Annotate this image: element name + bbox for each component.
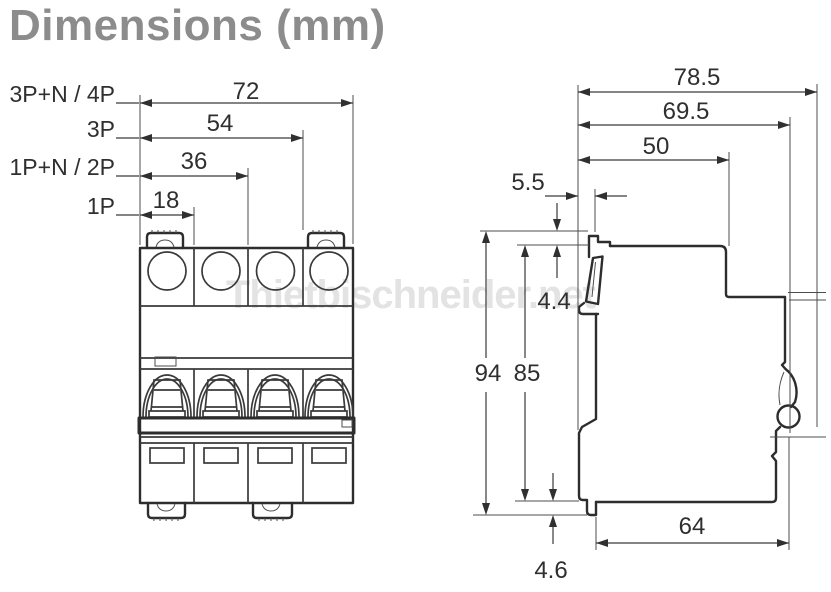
side-clip-inner-line: [778, 371, 785, 406]
side-dim-total-depth: 78.5: [674, 64, 721, 91]
front-terminal-circles: [147, 251, 349, 291]
front-label-2p: 1P+N / 2P: [10, 154, 115, 180]
front-tie-bar: [137, 416, 356, 435]
side-view-dimensions: 78.5 69.5 50 5.5 4.4 94 85 4.6 64: [473, 64, 818, 584]
side-toggle-lever: [584, 255, 604, 306]
side-top-tab: [587, 234, 612, 259]
front-dim-36: 36: [181, 148, 208, 175]
front-dim-54: 54: [207, 110, 234, 137]
side-view-drawing: [577, 234, 826, 517]
front-pole-dividers: [193, 248, 304, 503]
page-title: Dimensions (mm): [9, 1, 386, 50]
front-toggles: [142, 374, 354, 418]
side-back-profile: [608, 244, 798, 409]
front-lower-windows: [149, 447, 347, 464]
front-bottom-clips: [146, 501, 294, 521]
side-dim-bottom-clip: 4.6: [534, 557, 567, 584]
side-din-clip-ring: [776, 404, 801, 429]
front-body-outline: [138, 246, 355, 505]
front-top-clips: [145, 230, 346, 250]
side-dim-front-offset: 5.5: [511, 169, 544, 196]
side-dim-body-height: 85: [514, 360, 541, 387]
front-dim-72: 72: [233, 78, 260, 105]
front-label-4p: 3P+N / 4P: [10, 81, 115, 107]
side-dim-total-height: 94: [475, 360, 502, 387]
front-label-1p: 1P: [87, 193, 115, 219]
side-dim-top-clip: 4.4: [537, 288, 570, 315]
side-dim-body-depth: 69.5: [663, 98, 710, 125]
front-label-slot: [154, 356, 177, 367]
side-back-lower-profile: [594, 425, 782, 504]
watermark-text: Thietbischneider.net: [226, 273, 596, 317]
side-front-profile: [577, 312, 598, 517]
front-view-drawing: [137, 230, 356, 521]
side-toggle-base: [577, 301, 600, 316]
front-horizontal-lines: [140, 305, 353, 444]
side-dim-base-depth: 64: [679, 513, 706, 540]
side-dim-upper-depth: 50: [643, 133, 670, 160]
front-label-3p: 3P: [87, 116, 115, 142]
side-rail-reference-lines: [770, 292, 826, 438]
front-dim-18: 18: [153, 187, 180, 214]
front-view-dimensions: 3P+N / 4P 3P 1P+N / 2P 1P 72 54 36 18: [10, 78, 354, 245]
